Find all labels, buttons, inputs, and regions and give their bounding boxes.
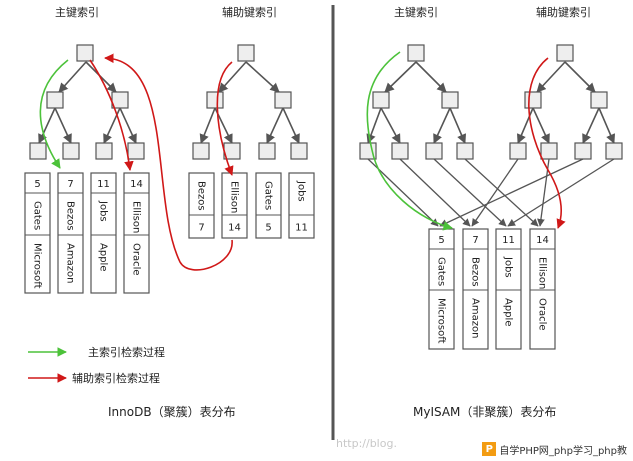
myisam-data-rows: 5GatesMicrosoft7BezosAmazon11JobsApple14… (428, 228, 556, 350)
tree-node (509, 142, 527, 160)
tree-node (556, 44, 574, 62)
row-id: 11 (97, 179, 110, 190)
innodb-primary-header: 主键索引 (55, 5, 99, 19)
innodb-caption: InnoDB（聚簇）表分布 (108, 404, 236, 419)
tree-node (290, 142, 308, 160)
myisam-primary-header: 主键索引 (394, 5, 438, 19)
tree-node (425, 142, 443, 160)
row-company: Microsoft (436, 298, 447, 344)
innodb-primary-red-arrow (89, 59, 134, 171)
logo-text: 自学PHP网_php学习_php教 (499, 445, 627, 457)
innodb-primary-nodes (29, 44, 145, 160)
row-name: Ellison (229, 181, 240, 213)
innodb-secondary-row: Jobs 11 (288, 172, 315, 239)
innodb-secondary-row: Gates 5 (255, 172, 282, 239)
row-name: Gates (32, 201, 43, 230)
myisam-secondary-search-arrow (528, 57, 566, 229)
tree-node (111, 91, 129, 109)
innodb-primary-leaf-rows: 5GatesMicrosoft7BezosAmazon11JobsApple14… (24, 172, 150, 294)
row-name: Gates (436, 257, 447, 286)
row-id: 5 (34, 179, 40, 190)
row-name: Ellison (537, 257, 548, 289)
row-id: 5 (265, 223, 271, 234)
row-name: Bezos (196, 181, 207, 211)
innodb-secondary-header: 辅助键索引 (222, 5, 277, 19)
tree-node (441, 91, 459, 109)
innodb-secondary-row: Bezos 7 (188, 172, 215, 239)
myisam-pointer-lines (367, 158, 615, 227)
row-company: Oracle (131, 243, 142, 276)
myisam-primary-nodes (359, 44, 474, 160)
row-company: Amazon (65, 243, 76, 283)
row-name: Bezos (470, 257, 481, 287)
tree-node (95, 142, 113, 160)
myisam-secondary-nodes (509, 44, 623, 160)
innodb-secondary-nodes (192, 44, 308, 160)
tree-node (206, 91, 224, 109)
row-company: Amazon (470, 298, 481, 338)
tree-node (524, 91, 542, 109)
tree-node (29, 142, 47, 160)
legend-primary-label: 主索引检索过程 (88, 345, 165, 359)
row-name: Ellison (131, 201, 142, 233)
row-name: Jobs (503, 256, 514, 278)
myisam-primary-search-arrow (366, 51, 453, 231)
row-name: Bezos (65, 201, 76, 231)
tree-node (192, 142, 210, 160)
tree-node (46, 91, 64, 109)
row-id: 7 (472, 235, 478, 246)
row-company: Apple (98, 243, 109, 271)
row-id: 5 (438, 235, 444, 246)
innodb-secondary-leaf-rows: Bezos 7 Ellison 14 Gates 5 Jobs 11 (188, 172, 315, 239)
row-name: Gates (263, 181, 274, 210)
row-id: 7 (198, 223, 204, 234)
row-company: Apple (503, 298, 514, 326)
logo-p-icon: P (482, 442, 497, 456)
row-id: 11 (295, 223, 308, 234)
myisam-secondary-tree (516, 61, 616, 144)
innodb-primary-search-arrow (39, 59, 69, 169)
site-logo: P 自学PHP网_php学习_php教 (482, 441, 627, 457)
tree-node (258, 142, 276, 160)
tree-node (540, 142, 558, 160)
innodb-secondary-red-arrow (216, 61, 234, 176)
myisam-secondary-header: 辅助键索引 (536, 5, 591, 19)
myisam-primary-tree (366, 61, 467, 144)
tree-node (274, 91, 292, 109)
tree-node (590, 91, 608, 109)
row-id: 14 (228, 223, 241, 234)
watermark: http://blog. (336, 437, 397, 450)
row-id: 7 (67, 179, 73, 190)
tree-node (127, 142, 145, 160)
row-id: 11 (502, 235, 515, 246)
tree-node (62, 142, 80, 160)
row-name: Jobs (296, 180, 307, 202)
innodb-back-to-primary-arrow (104, 53, 233, 271)
innodb-secondary-row: Ellison 14 (221, 172, 248, 239)
tree-node (407, 44, 425, 62)
myisam-caption: MyISAM（非聚簇）表分布 (413, 404, 556, 419)
row-company: Oracle (537, 298, 548, 331)
tree-node (605, 142, 623, 160)
tree-node (391, 142, 409, 160)
tree-node (372, 91, 390, 109)
row-name: Jobs (98, 200, 109, 222)
tree-node (456, 142, 474, 160)
tree-node (237, 44, 255, 62)
tree-node (76, 44, 94, 62)
legend-secondary-label: 辅助索引检索过程 (72, 371, 160, 385)
row-company: Microsoft (32, 243, 43, 289)
row-id: 14 (130, 179, 143, 190)
row-id: 14 (536, 235, 549, 246)
tree-node (574, 142, 592, 160)
